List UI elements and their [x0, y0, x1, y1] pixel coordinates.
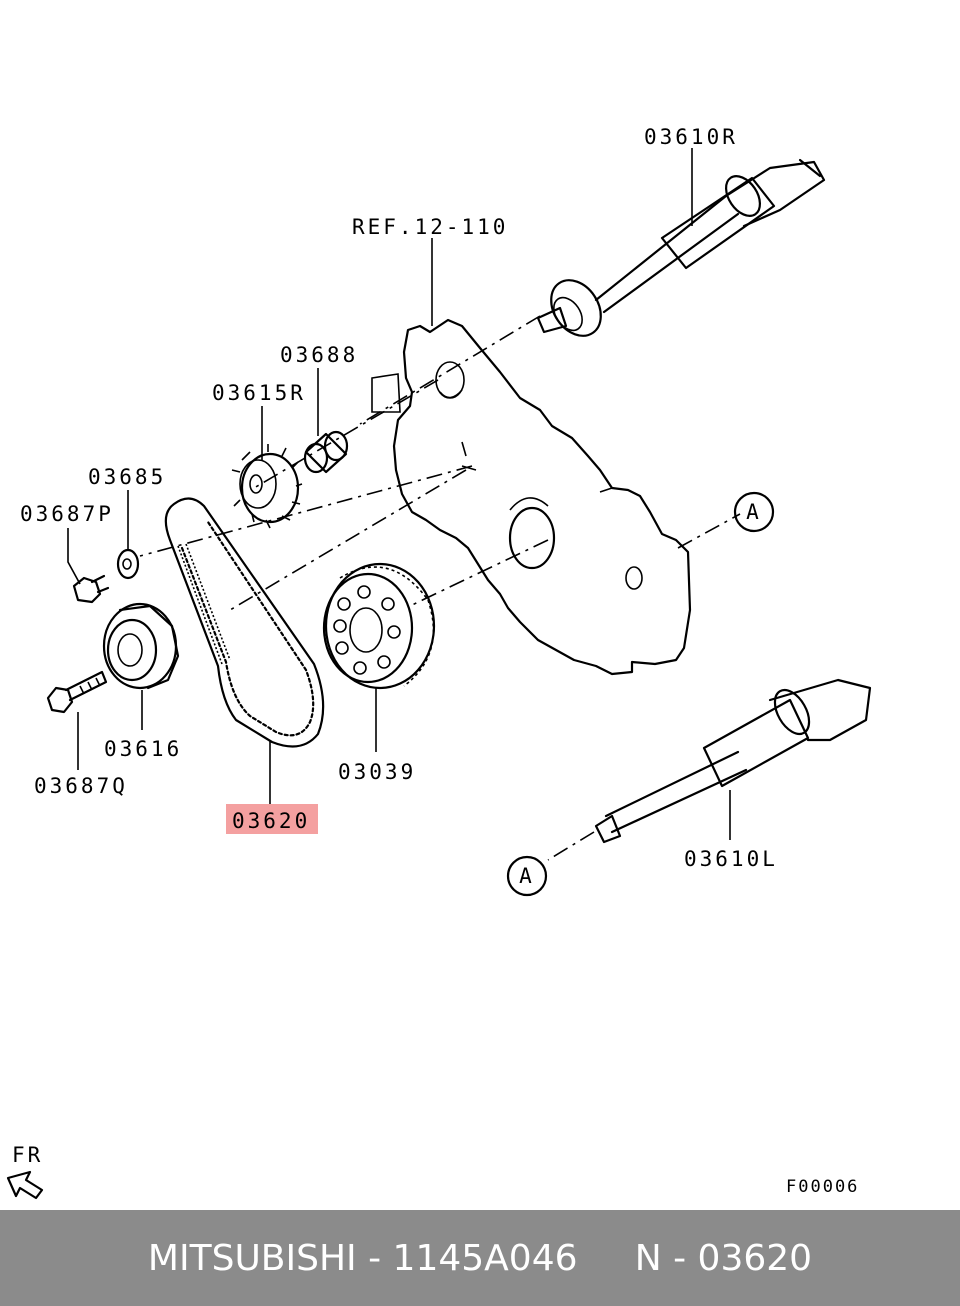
- balance-shaft-left: [594, 678, 872, 844]
- footer-position: N - 03620: [634, 1237, 813, 1279]
- label-tensioner: 03616: [104, 737, 182, 761]
- bolt-p: [72, 574, 110, 604]
- washer: [116, 548, 140, 580]
- footer-gap: [578, 1238, 635, 1279]
- spacer: [303, 430, 349, 474]
- label-shaft-right: 03610R: [644, 125, 738, 149]
- timing-belt: [164, 497, 325, 748]
- label-belt-highlighted: 03620: [232, 809, 310, 833]
- pulley: [322, 562, 436, 690]
- reference-marker-top-label: A: [746, 500, 762, 524]
- highlighted-part-box: [226, 804, 318, 834]
- footer-part-number: 1145A046: [392, 1237, 578, 1279]
- tensioner: [102, 602, 180, 690]
- label-pulley: 03039: [338, 760, 416, 784]
- label-shaft-left: 03610L: [684, 847, 778, 871]
- label-bolt-p: 03687P: [20, 502, 114, 526]
- label-spacer: 03688: [280, 343, 358, 367]
- front-mark-label: FR: [12, 1143, 43, 1167]
- leader-lines: [67, 148, 731, 840]
- footer-bar: MITSUBISHI - 1145A046 N - 03620: [0, 1210, 960, 1306]
- centerlines: [139, 315, 741, 861]
- reference-marker-bottom: A: [506, 855, 548, 897]
- label-washer: 03685: [88, 465, 166, 489]
- sprocket-right: [231, 444, 303, 529]
- figure-code: F00006: [786, 1177, 859, 1197]
- front-direction-arrow: FR: [6, 1143, 44, 1200]
- footer-separator: -: [356, 1237, 393, 1279]
- pump-housing: [371, 318, 692, 676]
- reference-marker-top: A: [733, 491, 775, 533]
- balance-shaft-right: [536, 158, 826, 337]
- reference-marker-bottom-label: A: [519, 864, 535, 888]
- parts-diagram: A A 03610R REF.12-110 03688 03615R 03685…: [6, 125, 872, 1200]
- label-sprocket-right: 03615R: [212, 381, 306, 405]
- footer-brand: MITSUBISHI: [147, 1237, 357, 1279]
- bolt-q: [46, 670, 108, 714]
- label-bolt-q: 03687Q: [34, 774, 128, 798]
- label-reference: REF.12-110: [352, 215, 508, 239]
